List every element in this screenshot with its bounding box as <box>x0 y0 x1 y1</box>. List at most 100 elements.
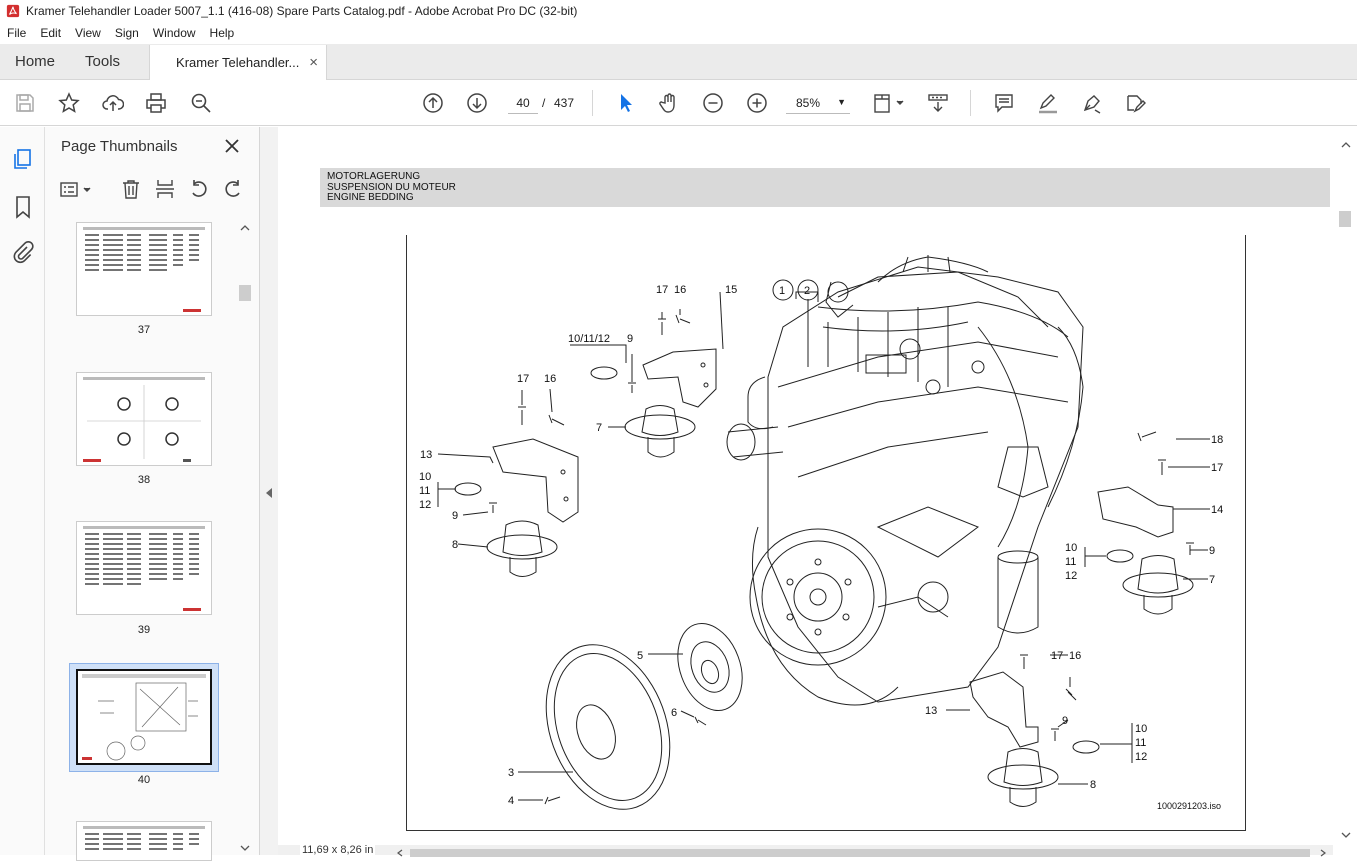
page-thumbnail[interactable] <box>76 222 212 316</box>
tab-home[interactable]: Home <box>15 53 56 70</box>
zoom-in-icon[interactable] <box>745 91 769 115</box>
callout-10-11-12: 10/11/12 <box>568 333 610 345</box>
rotate-clockwise-icon[interactable] <box>222 178 244 200</box>
callout-16-left: 16 <box>544 373 556 385</box>
callout-12-lower: 12 <box>1135 751 1147 763</box>
callout-2: 2 <box>804 285 810 297</box>
menu-sign[interactable]: Sign <box>114 26 139 40</box>
previous-page-icon[interactable] <box>421 91 445 115</box>
callout-8-lower: 8 <box>1090 779 1096 791</box>
callout-3: 3 <box>508 767 514 779</box>
callout-17-left: 17 <box>517 373 529 385</box>
callout-6: 6 <box>671 707 677 719</box>
menu-edit[interactable]: Edit <box>40 26 62 40</box>
page-thumbnails-panel: Page Thumbnails 37 <box>45 127 260 861</box>
tab-document[interactable]: Kramer Telehandler... × <box>149 45 328 80</box>
page-fit-icon[interactable] <box>871 91 905 115</box>
title-bar: Kramer Telehandler Loader 5007_1.1 (416-… <box>0 0 1357 22</box>
cloud-upload-icon[interactable] <box>101 91 125 115</box>
tab-bar: Home Tools Kramer Telehandler... × <box>0 44 1357 80</box>
print-icon[interactable] <box>144 91 168 115</box>
tab-tools[interactable]: Tools <box>85 53 121 70</box>
page-separator: / <box>542 96 546 110</box>
attachments-icon[interactable] <box>11 240 35 264</box>
rotate-counterclockwise-icon[interactable] <box>188 178 210 200</box>
thumbnail-scrollbar[interactable] <box>237 221 253 855</box>
thumbnail-page-number: 37 <box>137 324 151 336</box>
draw-icon[interactable] <box>1080 91 1104 115</box>
callout-13-lower: 13 <box>925 705 937 717</box>
page-size-status: 11,69 x 8,26 in <box>300 844 376 856</box>
page-thumbnail[interactable] <box>76 372 212 466</box>
document-vertical-scrollbar[interactable] <box>1333 127 1357 845</box>
thumbnail-options-icon[interactable] <box>59 180 93 200</box>
thumbnail-page-number: 39 <box>137 624 151 636</box>
fill-sign-icon[interactable] <box>1123 91 1147 115</box>
callout-18: 18 <box>1211 434 1223 446</box>
save-icon[interactable] <box>13 91 37 115</box>
header-line-en: ENGINE BEDDING <box>327 192 414 203</box>
zoom-value: 85% <box>796 95 821 110</box>
callout-9-top: 9 <box>627 333 633 345</box>
delete-page-icon[interactable] <box>120 178 142 200</box>
panel-title: Page Thumbnails <box>61 138 178 155</box>
highlight-pen-icon[interactable] <box>1036 91 1060 115</box>
zoom-level-select[interactable]: 85% ▼ <box>786 92 850 114</box>
thumbnail-preview <box>83 227 205 312</box>
header-line-de: MOTORLAGERUNG <box>327 171 421 182</box>
header-line-fr: SUSPENSION DU MOTEUR <box>327 181 456 193</box>
callout-10-left: 10 <box>419 471 431 483</box>
find-zoom-icon[interactable] <box>189 91 213 115</box>
bookmarks-icon[interactable] <box>11 195 35 219</box>
thumbnail-preview <box>83 826 205 850</box>
document-horizontal-scrollbar[interactable] <box>278 845 1333 857</box>
total-pages: 437 <box>554 96 575 110</box>
page-thumbnail[interactable] <box>76 521 212 615</box>
menu-help[interactable]: Help <box>209 26 235 40</box>
callout-8: 8 <box>452 539 458 551</box>
drawing-frame <box>406 235 1246 831</box>
collapse-arrow-icon <box>266 488 272 498</box>
chevron-down-icon: ▼ <box>837 97 846 107</box>
page-header: MOTORLAGERUNG SUSPENSION DU MOTEUR ENGIN… <box>320 168 1330 207</box>
page-thumbnail[interactable] <box>76 821 212 861</box>
callout-5: 5 <box>637 650 643 662</box>
callout-1: 1 <box>779 285 785 297</box>
callout-11-left: 11 <box>419 485 430 497</box>
select-cursor-icon[interactable] <box>614 91 638 115</box>
thumbnail-preview <box>82 674 206 761</box>
thumbnail-preview <box>83 377 205 462</box>
menu-file[interactable]: File <box>7 26 27 40</box>
toolbar-divider <box>970 90 971 116</box>
menu-window[interactable]: Window <box>152 26 196 40</box>
scroll-mode-icon[interactable] <box>926 91 950 115</box>
close-tab-icon[interactable]: × <box>309 54 319 71</box>
comment-icon[interactable] <box>992 91 1016 115</box>
next-page-icon[interactable] <box>465 91 489 115</box>
callout-11-lower: 11 <box>1135 737 1146 749</box>
page-number-input[interactable]: 40 <box>508 92 538 114</box>
hand-tool-icon[interactable] <box>657 91 681 115</box>
callout-9-left: 9 <box>452 510 458 522</box>
callout-17-lower: 17 <box>1051 650 1063 662</box>
zoom-out-icon[interactable] <box>701 91 725 115</box>
close-panel-icon[interactable] <box>223 137 241 155</box>
page-thumbnails-icon[interactable] <box>11 147 35 171</box>
bookmark-star-icon[interactable] <box>57 91 81 115</box>
menu-view[interactable]: View <box>75 26 101 40</box>
callout-16-lower: 16 <box>1069 650 1081 662</box>
callout-15: 15 <box>725 284 737 296</box>
acrobat-icon <box>6 4 20 18</box>
callout-10-lower: 10 <box>1135 723 1147 735</box>
callout-9-lower: 9 <box>1062 715 1068 727</box>
callout-17-right: 17 <box>1211 462 1223 474</box>
thumbnail-preview <box>83 526 205 611</box>
panel-collapse-handle[interactable] <box>260 127 278 855</box>
extract-page-icon[interactable] <box>154 178 176 200</box>
callout-7: 7 <box>596 422 602 434</box>
drawing-id: 1000291203.iso <box>1157 801 1221 811</box>
page-thumbnail[interactable] <box>76 669 212 765</box>
thumbnail-page-number: 38 <box>137 474 151 486</box>
document-view[interactable]: MOTORLAGERUNG SUSPENSION DU MOTEUR ENGIN… <box>278 127 1357 855</box>
callout-12-left: 12 <box>419 499 431 511</box>
